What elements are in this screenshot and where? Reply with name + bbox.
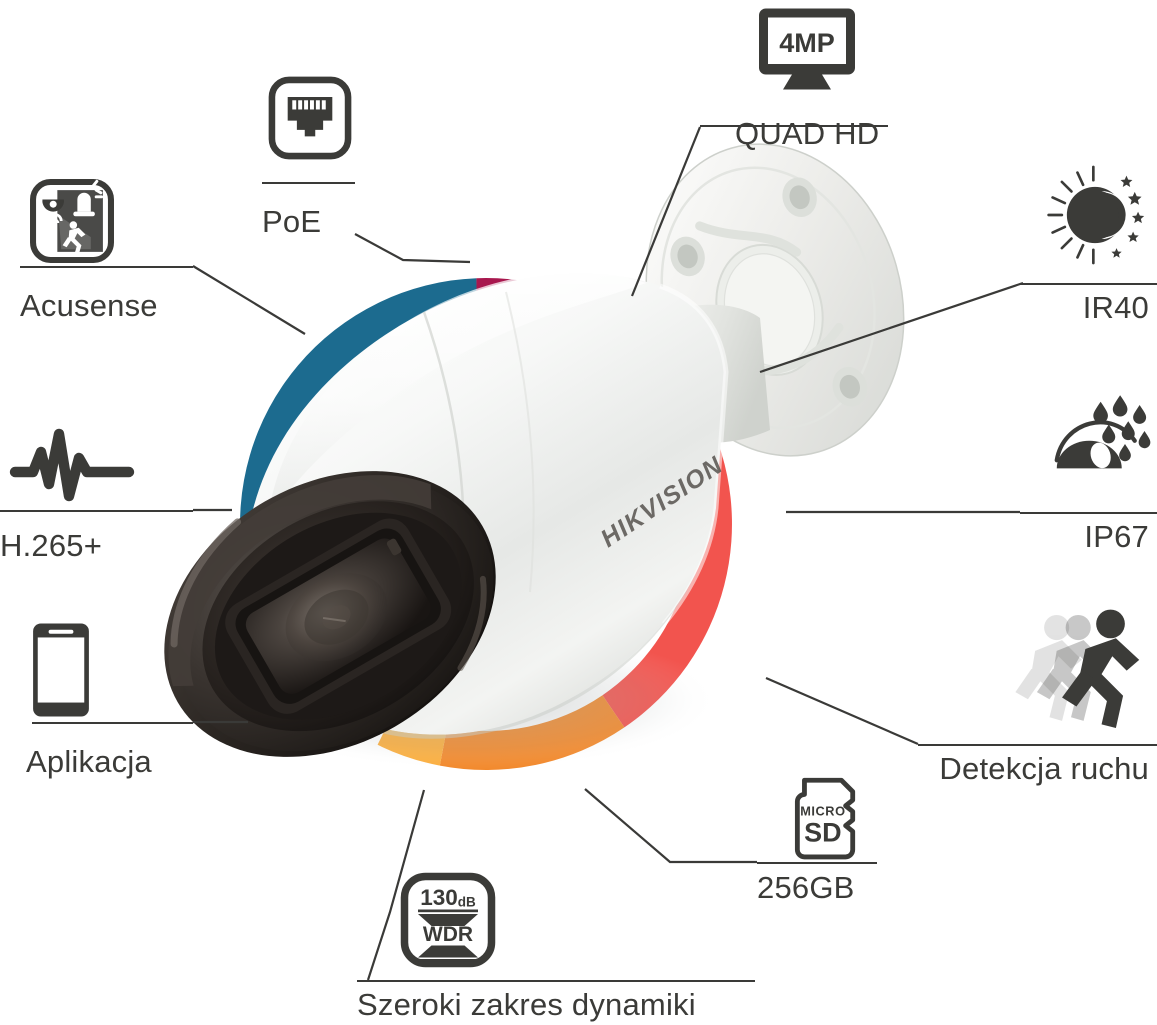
wdr-text: WDR: [423, 923, 473, 946]
quad-hd-label: QUAD HD: [735, 116, 880, 151]
wdr-rule: [357, 980, 755, 982]
poe-label: PoE: [262, 204, 322, 239]
monitor-4mp-icon: 4MP: [752, 0, 862, 100]
h265-label: H.265+: [0, 528, 103, 563]
smartphone-app-icon: [26, 620, 96, 720]
acusense-label: Acusense: [20, 288, 158, 323]
monitor-4mp-text: 4MP: [779, 28, 835, 58]
ip67-label: IP67: [1084, 519, 1149, 554]
rain-waterproof-dome-icon: [1044, 386, 1154, 496]
ir40-rule: [1020, 283, 1157, 285]
running-man-motion-icon: [1010, 600, 1150, 730]
acusense-rule: [20, 266, 193, 268]
sun-moon-night-vision-icon: [1040, 158, 1150, 268]
acusense-camera-alarm-intruder-icon: [26, 172, 118, 264]
motion-detection-label: Detekcja ruchu: [939, 751, 1149, 786]
poe-rule: [262, 182, 355, 184]
ip67-rule: [1020, 512, 1157, 514]
ir40-label: IR40: [1082, 290, 1149, 325]
quad-hd-rule: [700, 125, 888, 127]
micro-sd-micro-text: MICRO: [800, 804, 845, 819]
microsd-rule: [757, 862, 877, 864]
micro-sd-sd-text: SD: [804, 817, 841, 847]
wdr-130db-icon: 130dB WDR: [398, 868, 498, 968]
wdr-db-text: dB: [458, 895, 476, 910]
h265-rule: [0, 510, 193, 512]
rj45-ethernet-port-icon: [266, 72, 354, 160]
waveform-compression-icon: [8, 424, 138, 504]
wdr-label: Szeroki zakres dynamiki: [357, 987, 696, 1022]
micro-sd-card-icon: MICRO SD: [782, 772, 878, 864]
motion-detection-rule: [918, 744, 1157, 746]
app-label: Aplikacja: [26, 744, 152, 779]
svg-text:130dB: 130dB: [420, 885, 476, 910]
microsd-label: 256GB: [757, 870, 855, 905]
app-rule: [32, 722, 193, 724]
wdr-130-text: 130: [420, 885, 458, 910]
